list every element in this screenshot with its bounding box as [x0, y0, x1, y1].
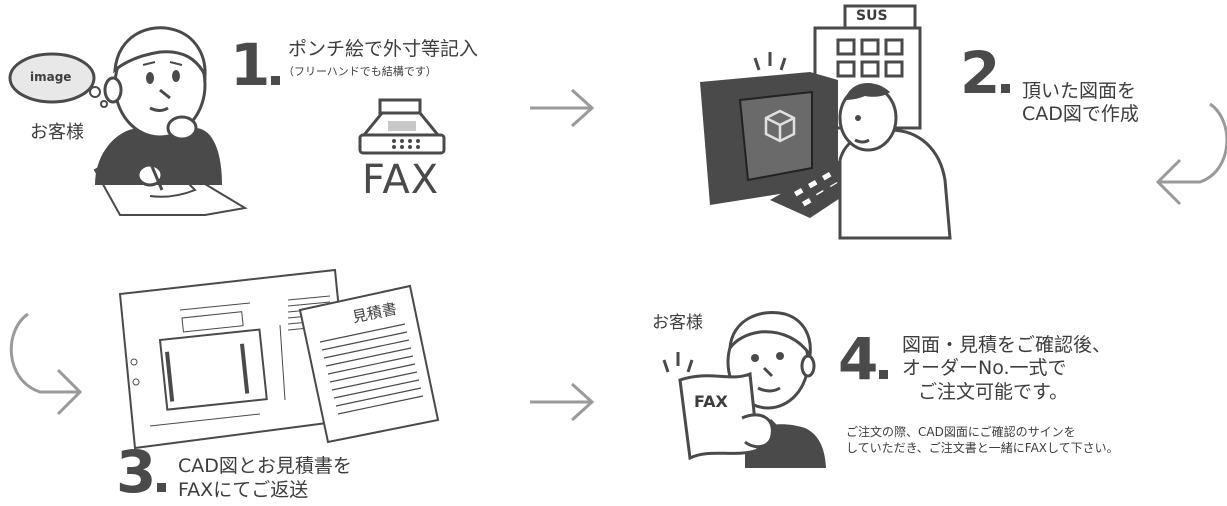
step4-title-line2: オーダーNo.一式で	[902, 357, 1067, 379]
step4-title-line1: 図面・見積をご確認後、	[902, 334, 1112, 356]
step4-title-line3: ご注文可能です。	[918, 381, 1069, 403]
fax-label: FAX	[362, 157, 440, 203]
step3-number: 3	[116, 443, 167, 501]
step4-number-text: 4	[838, 325, 878, 393]
step4-number: 4	[838, 330, 889, 388]
step3-title-line1: CAD図とお見積書を	[178, 455, 352, 477]
step2-number-text: 2	[960, 39, 1000, 107]
fax-machine-icon: FAX	[350, 95, 460, 205]
step4-number-dot	[879, 370, 889, 379]
curved-arrow-icon	[1155, 102, 1227, 206]
step1-number-dot	[271, 76, 281, 85]
step1-illustration: image お客様	[0, 0, 248, 216]
step2-title-line2: CAD図で作成	[1022, 103, 1139, 125]
sus-sign-label: SUS	[856, 8, 888, 24]
step2-title-line1: 頂いた図面を	[1022, 80, 1137, 102]
step4-illustration: FAX	[650, 300, 830, 470]
step2-number: 2	[960, 44, 1011, 102]
arrow-right-icon	[530, 88, 595, 128]
step1-subtitle: （フリーハンドでも結構です）	[283, 65, 437, 78]
step4-customer-label: お客様	[652, 313, 703, 333]
step1-number: 1	[230, 36, 281, 94]
step3-illustration: 見積書	[118, 268, 440, 450]
step3-number-text: 3	[116, 438, 156, 506]
step1-number-text: 1	[230, 31, 270, 99]
step4-note-line1: ご注文の際、CAD図面にご確認のサインを	[846, 425, 1076, 439]
step4-note-line2: していただき、ご注文書と一緒にFAXして下さい。	[846, 441, 1119, 455]
step2-illustration: SUS	[690, 0, 960, 240]
step2-number-dot	[1001, 84, 1011, 93]
arrow-right-icon	[530, 382, 595, 422]
bubble-text: image	[30, 70, 72, 84]
customer-label: お客様	[30, 122, 84, 143]
fax-paper-label: FAX	[694, 392, 728, 411]
step3-title-line2: FAXにてご返送	[178, 479, 309, 501]
thought-bubble	[8, 52, 108, 108]
step1-title: ポンチ絵で外寸等記入	[288, 38, 479, 60]
step3-number-dot	[157, 483, 167, 492]
curved-arrow-icon	[9, 312, 83, 416]
